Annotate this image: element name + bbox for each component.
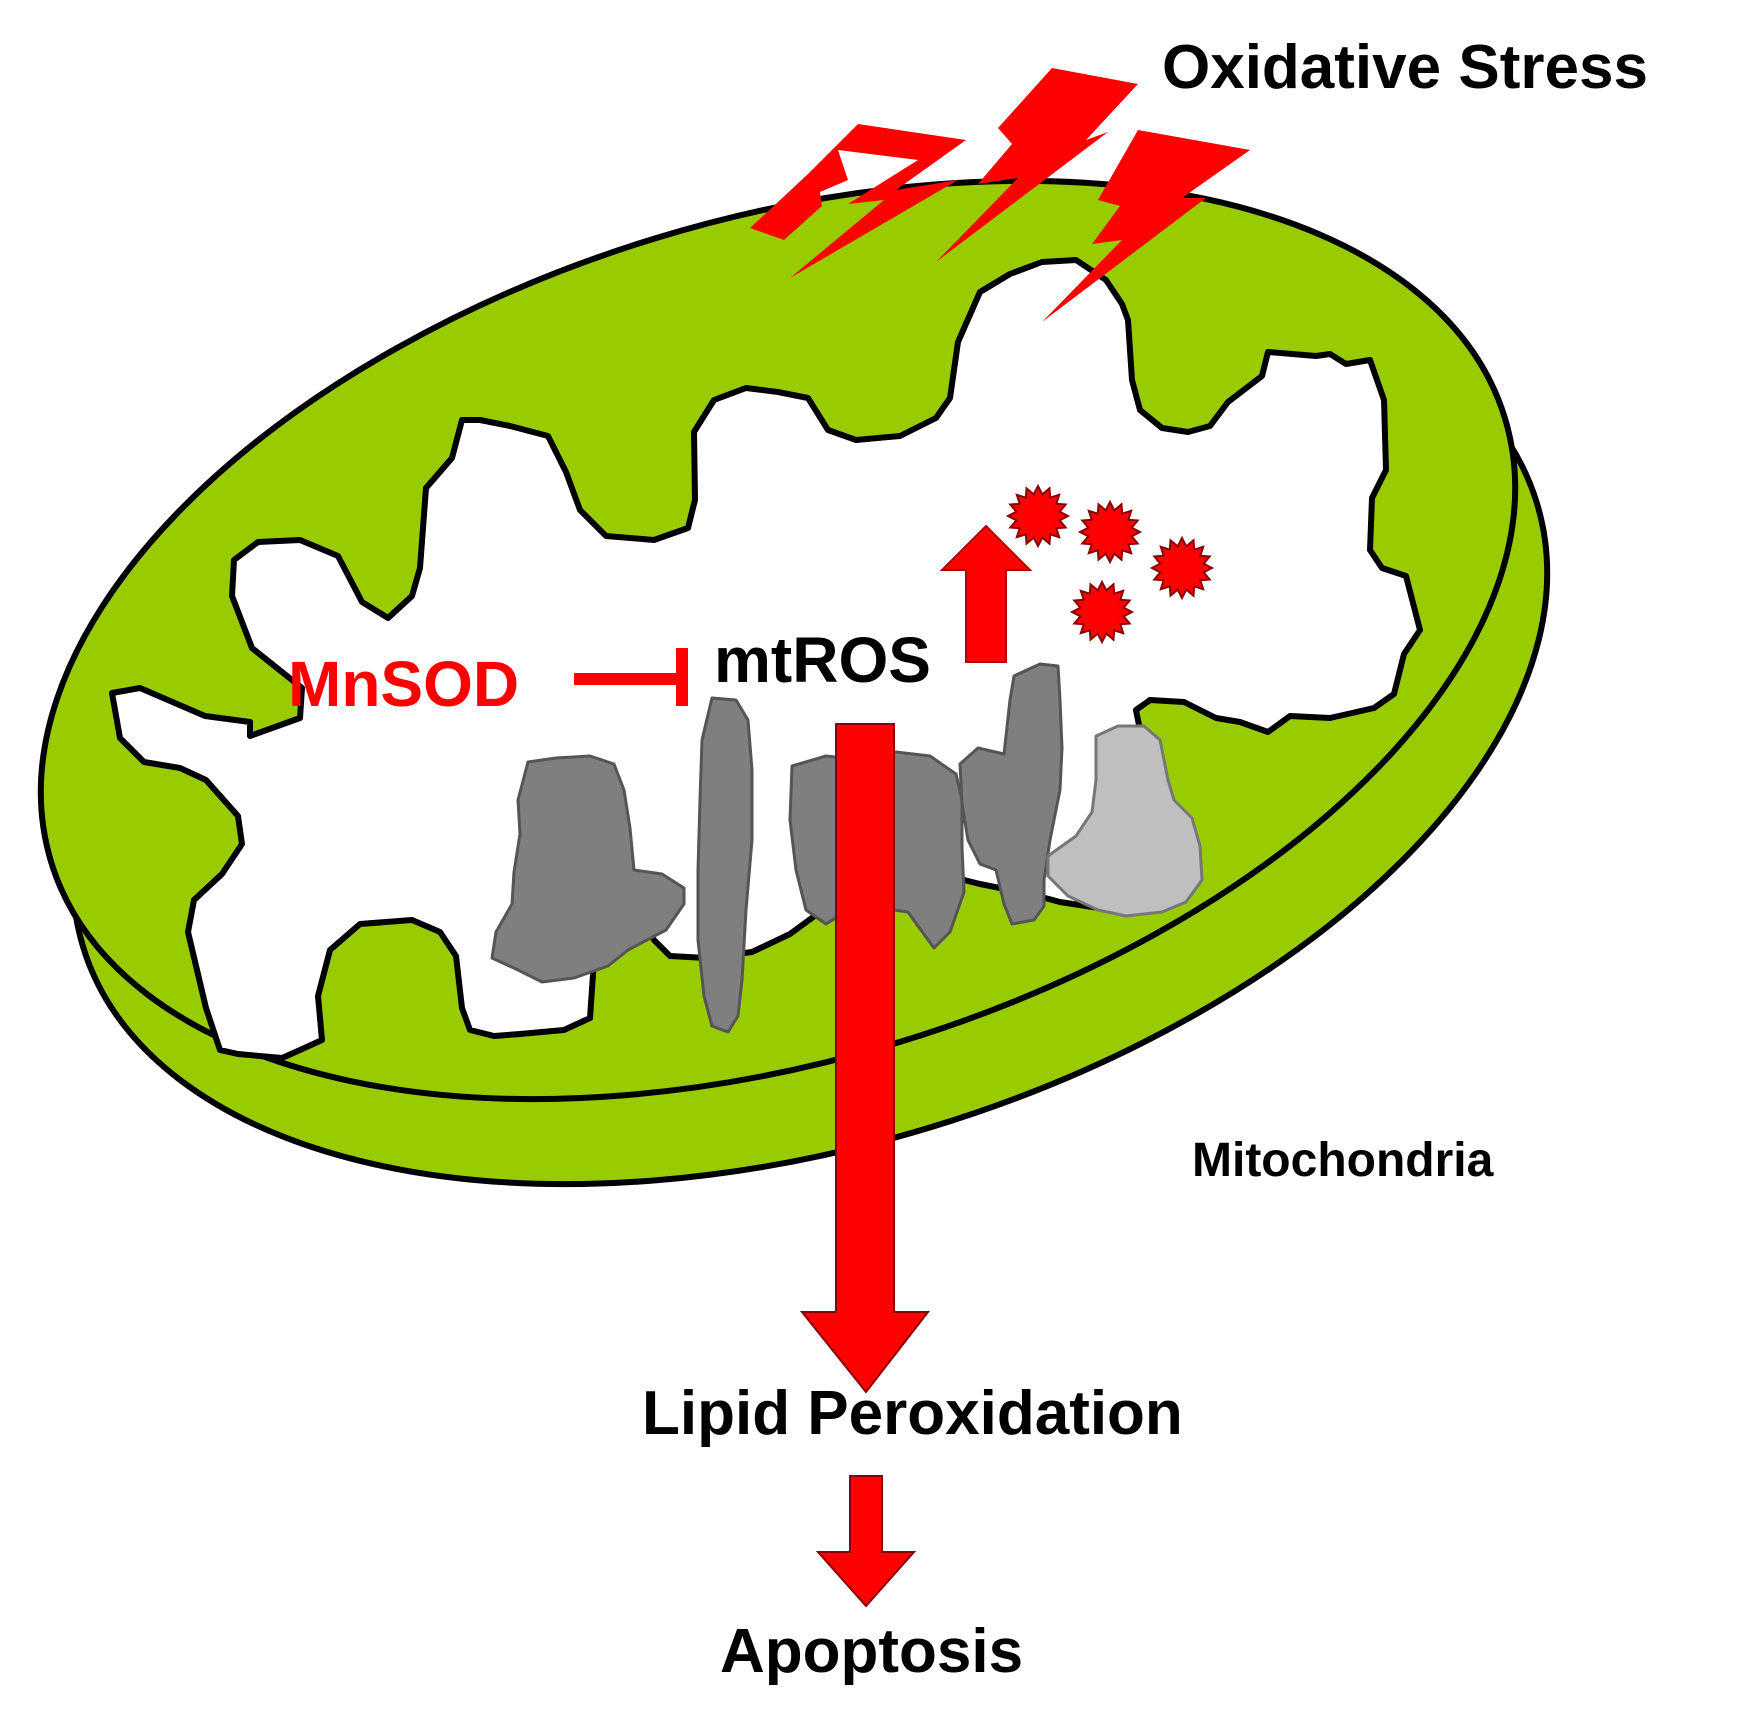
oxidative-stress-bolts: [750, 68, 1250, 322]
ros-starburst-icon: [1005, 483, 1071, 549]
inhibition-bar-vertical: [676, 648, 688, 706]
mtros-increase-arrow: [939, 524, 1033, 663]
ros-starburst-icon: [1077, 499, 1143, 565]
arrow-to-apoptosis: [815, 1475, 917, 1608]
lipid-peroxidation-label: Lipid Peroxidation: [642, 1379, 1183, 1448]
complex-ii: [696, 696, 754, 1034]
oxidative-stress-label: Oxidative Stress: [1162, 33, 1648, 102]
atp-synthase: [1046, 724, 1204, 918]
complex-i: [490, 754, 686, 984]
lightning-bolt-icon: [750, 124, 966, 278]
complex-iv: [958, 662, 1064, 926]
mnsod-inhibition-line: [574, 648, 688, 706]
ros-starburst-icon: [1069, 579, 1135, 645]
ros-starburst-icon: [1149, 535, 1215, 601]
lightning-bolt-icon: [936, 68, 1138, 262]
mitochondria-label: Mitochondria: [1192, 1134, 1494, 1187]
ros-molecules: [1005, 483, 1215, 645]
mnsod-label: MnSOD: [288, 648, 519, 720]
inhibition-bar-horizontal: [574, 673, 686, 685]
lightning-bolt-icon: [1042, 130, 1250, 322]
mtros-label: mtROS: [714, 624, 931, 696]
apoptosis-label: Apoptosis: [720, 1617, 1023, 1686]
arrow-to-lipid-peroxidation: [799, 723, 931, 1394]
